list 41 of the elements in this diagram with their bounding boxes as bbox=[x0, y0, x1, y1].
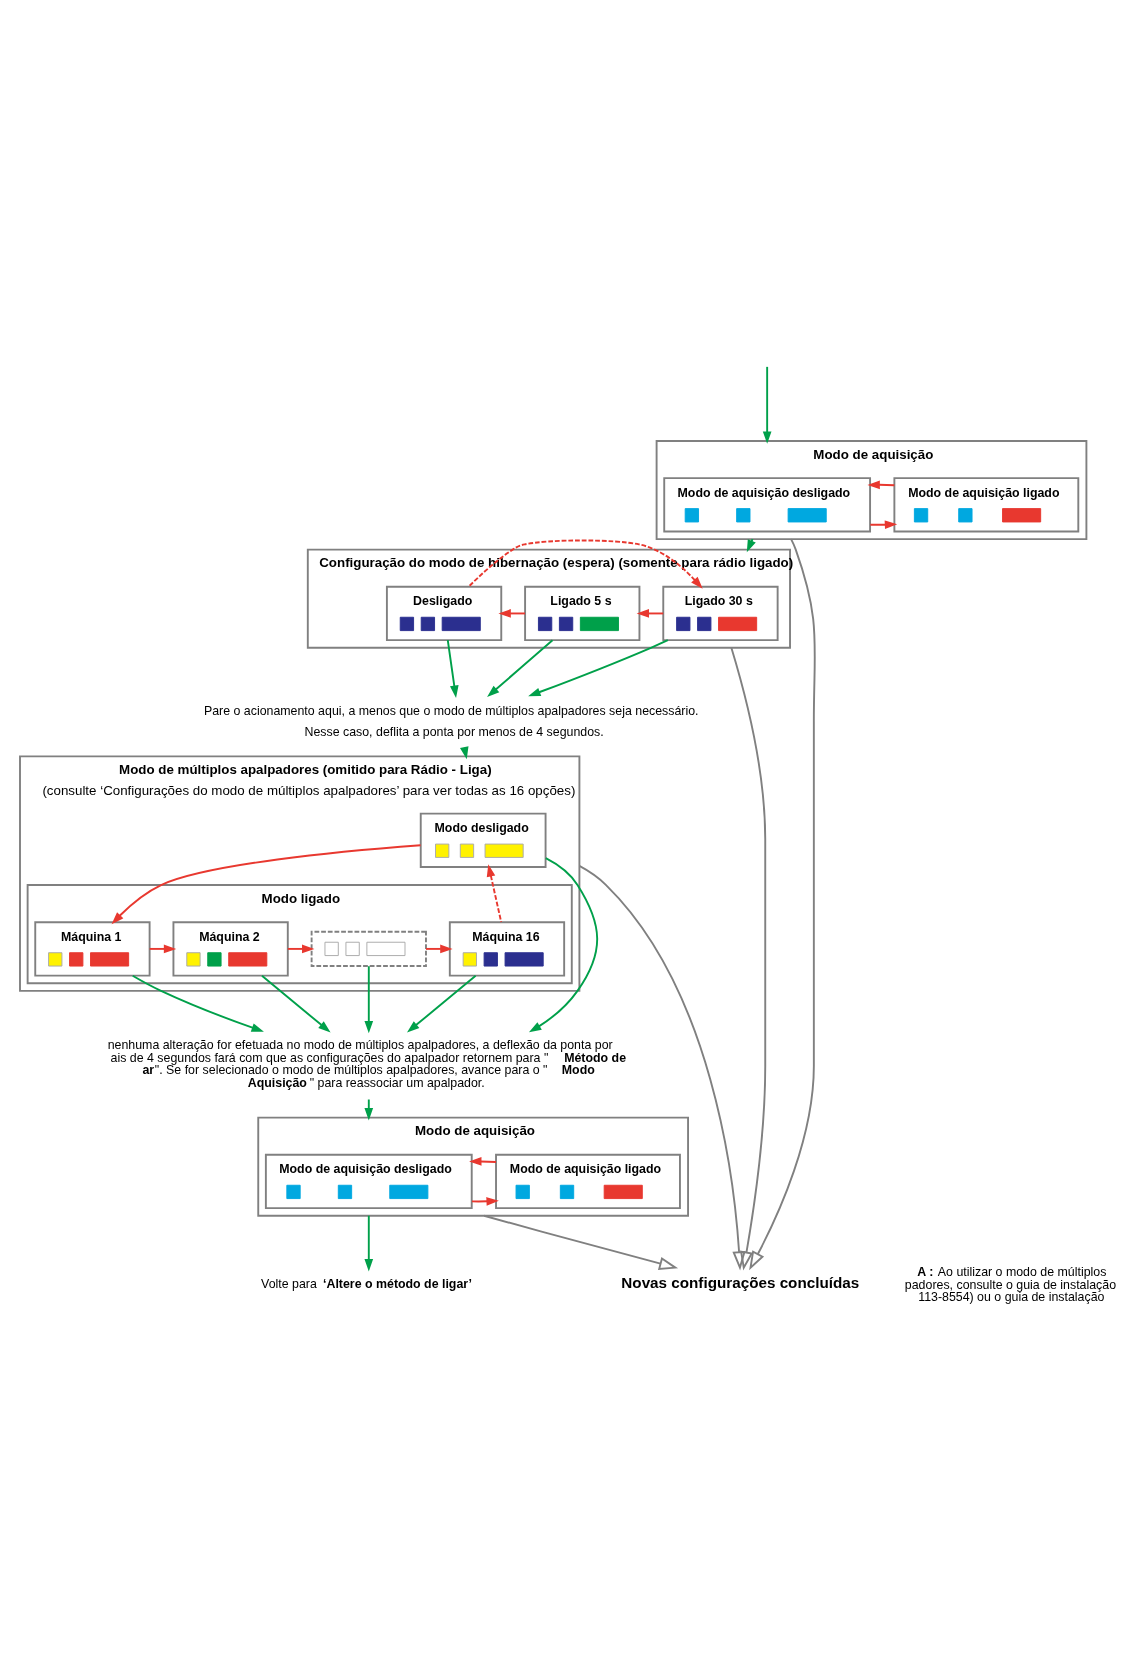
node-box: Modo de aquisição ligado bbox=[893, 476, 1080, 532]
arrow bbox=[730, 646, 767, 1270]
arrow bbox=[471, 1196, 499, 1206]
node-box bbox=[310, 930, 427, 967]
arrow bbox=[425, 944, 453, 953]
node-box: Desligado bbox=[385, 585, 503, 641]
arrow bbox=[498, 608, 526, 618]
arrow bbox=[364, 964, 374, 1033]
node-box: Modo desligado bbox=[419, 812, 547, 868]
node-box: Máquina 16 bbox=[448, 920, 566, 977]
label: A : Ao utilizar o modo de múltiplos padores, consulte o guia de instalação 113-8554) ou o guia de instalação bbox=[904, 1264, 1117, 1304]
arrow bbox=[528, 638, 669, 696]
node-box: Máquina 2 bbox=[172, 920, 289, 977]
arrow bbox=[148, 944, 177, 953]
arrow bbox=[131, 974, 264, 1032]
arrow bbox=[636, 608, 665, 618]
arrow bbox=[407, 974, 477, 1033]
node-text: Volte para ‘Altere o método de ligar’ bbox=[261, 1276, 473, 1291]
arrow bbox=[578, 864, 746, 1270]
arrow bbox=[762, 365, 772, 444]
arrow bbox=[487, 638, 554, 697]
arrow bbox=[364, 1214, 374, 1271]
arrow bbox=[286, 944, 315, 953]
node-text: Novas configurações concluídas bbox=[621, 1273, 860, 1291]
node-box: Ligado 30 s bbox=[662, 585, 779, 641]
arrow bbox=[869, 519, 898, 529]
node-box: Modo de aquisição ligado bbox=[495, 1153, 681, 1209]
node-box: Modo de aquisição desligado bbox=[663, 476, 872, 532]
node-box: Ligado 5 s bbox=[524, 585, 641, 641]
arrow bbox=[483, 1214, 679, 1270]
node-text: Pare o acionamento aqui, a menos que o modo de múltiplos apalpadores seja necessário. Nesse caso, deflita a ponta por menos de 4 segundos. bbox=[203, 703, 699, 739]
arrow bbox=[528, 856, 599, 1032]
arrow bbox=[867, 479, 896, 489]
node-box: Máquina 1 bbox=[34, 920, 151, 977]
arrow bbox=[486, 863, 503, 923]
arrow bbox=[261, 974, 331, 1033]
arrow bbox=[467, 538, 703, 589]
node-text: nenhuma alteração for efetuada no modo de múltiplos apalpadores, a deflexão da ponta por ais de 4 segundos fará com que as configurações do apalpador retornem para "Método de ar". Se for selecionado o modo de múltiplos apalpadores, avance para o "Modo Aquisição" para reassociar um apalpador. bbox=[107, 1037, 627, 1090]
arrow bbox=[446, 638, 459, 698]
node-box: Modo de aquisição desligado bbox=[264, 1153, 473, 1209]
arrow bbox=[111, 843, 422, 924]
